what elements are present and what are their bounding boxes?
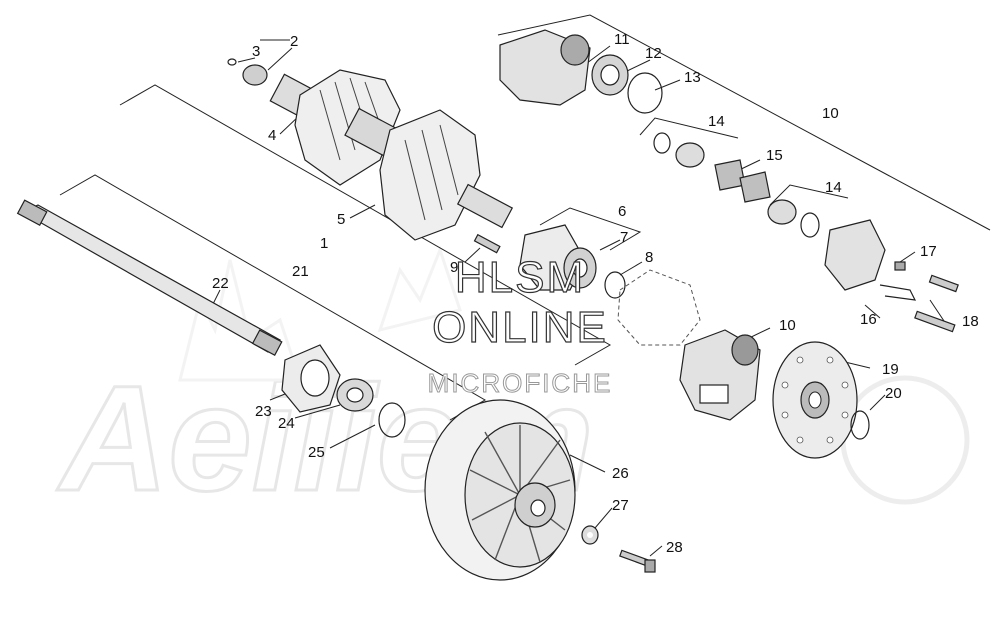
callout-14-upper: 14 — [708, 113, 725, 130]
pad-15b — [739, 171, 771, 203]
washer-bolt — [581, 525, 656, 573]
callout-28: 28 — [666, 539, 683, 556]
callout-21: 21 — [292, 263, 309, 280]
callout-24: 24 — [278, 415, 295, 432]
ring-3 — [227, 58, 237, 66]
bracket-14a — [639, 117, 739, 139]
callout-18: 18 — [962, 313, 979, 330]
brake-plate — [617, 269, 701, 346]
sprocket-upper — [294, 69, 401, 186]
callout-11: 11 — [614, 31, 630, 48]
callout-2: 2 — [290, 33, 298, 50]
callout-5: 5 — [337, 211, 345, 228]
jackshaft-body — [20, 204, 281, 353]
jackshaft — [16, 199, 283, 356]
bearing-set — [281, 344, 406, 438]
watermark-wheel — [840, 375, 970, 505]
drive-sprocket-assembly — [269, 69, 514, 241]
callout-9: 9 — [450, 259, 458, 276]
bracket-14b — [769, 184, 849, 206]
seal-2-3 — [227, 58, 268, 86]
ring-8 — [604, 271, 626, 299]
driven-clutch — [424, 399, 576, 581]
seal-2 — [242, 64, 268, 86]
callout-10-upper: 10 — [822, 105, 839, 122]
callout-20: 20 — [885, 385, 902, 402]
callout-17: 17 — [920, 243, 937, 260]
hlsm-watermark: HLSM ONLINE MICROFICHE — [427, 252, 613, 398]
bearing-housing — [473, 224, 626, 299]
piston-14a — [675, 142, 705, 168]
callout-22: 22 — [212, 275, 229, 292]
pad-15a — [714, 159, 746, 191]
callout-14-lower: 14 — [825, 179, 842, 196]
watermark-line1: HLSM — [455, 253, 585, 302]
circlip-20 — [850, 410, 870, 440]
callout-19: 19 — [882, 361, 899, 378]
bolt-9 — [473, 233, 501, 254]
clip-16 — [879, 284, 917, 301]
callout-13: 13 — [684, 69, 701, 86]
bolt-28 — [619, 549, 649, 567]
caliper-pins — [879, 261, 959, 333]
pin-17 — [928, 274, 959, 293]
bracket-1 — [119, 84, 612, 366]
caliper-half — [824, 219, 886, 291]
watermark-line2: ONLINE — [432, 303, 608, 352]
ring-14b — [800, 212, 820, 238]
callout-1: 1 — [320, 235, 328, 252]
ring-25 — [378, 402, 406, 438]
callout-26: 26 — [612, 465, 629, 482]
callout-6: 6 — [618, 203, 626, 220]
callout-16: 16 — [860, 311, 877, 328]
callout-7: 7 — [620, 229, 628, 246]
callout-12: 12 — [645, 45, 662, 62]
callout-25: 25 — [308, 444, 325, 461]
caliper-lower — [679, 329, 761, 421]
pin-18 — [914, 310, 956, 333]
bracket-6 — [539, 207, 642, 251]
ring-14a — [653, 132, 671, 154]
jackshaft-end — [251, 329, 283, 356]
callout-27: 27 — [612, 497, 629, 514]
callout-4: 4 — [268, 127, 276, 144]
bracket-10 — [497, 14, 991, 231]
callout-10-lower: 10 — [779, 317, 796, 334]
callout-15: 15 — [766, 147, 783, 164]
callout-numbers: 1 2 3 4 5 6 7 8 9 10 10 11 12 13 14 14 1… — [212, 31, 979, 556]
watermark-line3: MICROFICHE — [428, 368, 613, 398]
oring-13 — [627, 72, 663, 114]
caliper-upper — [499, 29, 886, 291]
callout-8: 8 — [645, 249, 653, 266]
sprocket-lower — [379, 109, 481, 241]
piston-14b — [767, 199, 797, 225]
shaft-end — [456, 183, 514, 229]
jackshaft-spline — [16, 199, 48, 226]
brake-disc — [772, 341, 870, 459]
callout-3: 3 — [252, 43, 260, 60]
watermark-skyline-2 — [377, 245, 462, 333]
callout-23: 23 — [255, 403, 272, 420]
